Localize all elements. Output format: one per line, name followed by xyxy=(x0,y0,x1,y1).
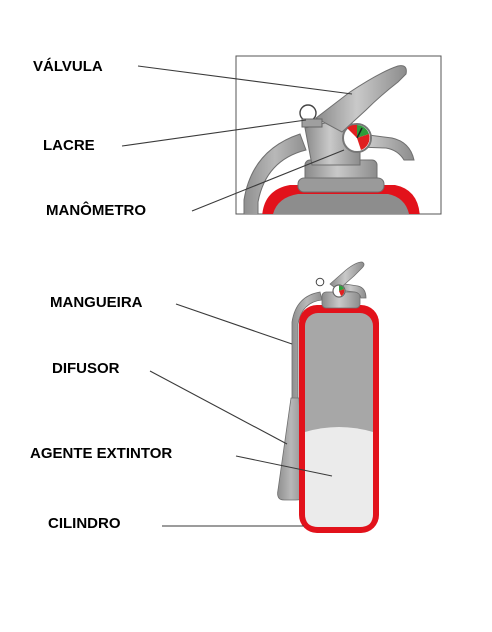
leader-mangueira xyxy=(175,303,293,345)
leader-agente-extintor xyxy=(235,455,333,477)
leader-lines xyxy=(121,65,353,527)
label-mangueira: MANGUEIRA xyxy=(50,294,143,311)
leader-difusor xyxy=(149,370,288,445)
seal-ring xyxy=(315,277,325,287)
valve-detail-inset xyxy=(235,55,442,215)
label-cilindro: CILINDRO xyxy=(48,515,121,532)
label-valvula: VÁLVULA xyxy=(33,58,103,75)
inset-valve-handle xyxy=(315,65,407,133)
label-agente-extintor: AGENTE EXTINTOR xyxy=(30,445,172,462)
fire-extinguisher xyxy=(277,261,379,533)
label-lacre: LACRE xyxy=(43,137,95,154)
extinguishing-agent xyxy=(305,427,373,527)
inset-hose xyxy=(243,133,307,214)
leader-lacre xyxy=(121,119,307,147)
valve-handle xyxy=(329,261,365,291)
labels: VÁLVULA LACRE MANÔMETRO MANGUEIRA DIFUSO… xyxy=(30,58,172,532)
label-manometro: MANÔMETRO xyxy=(46,201,146,219)
label-difusor: DIFUSOR xyxy=(52,360,120,377)
leader-valvula xyxy=(137,65,353,95)
leader-manometro xyxy=(191,149,345,212)
